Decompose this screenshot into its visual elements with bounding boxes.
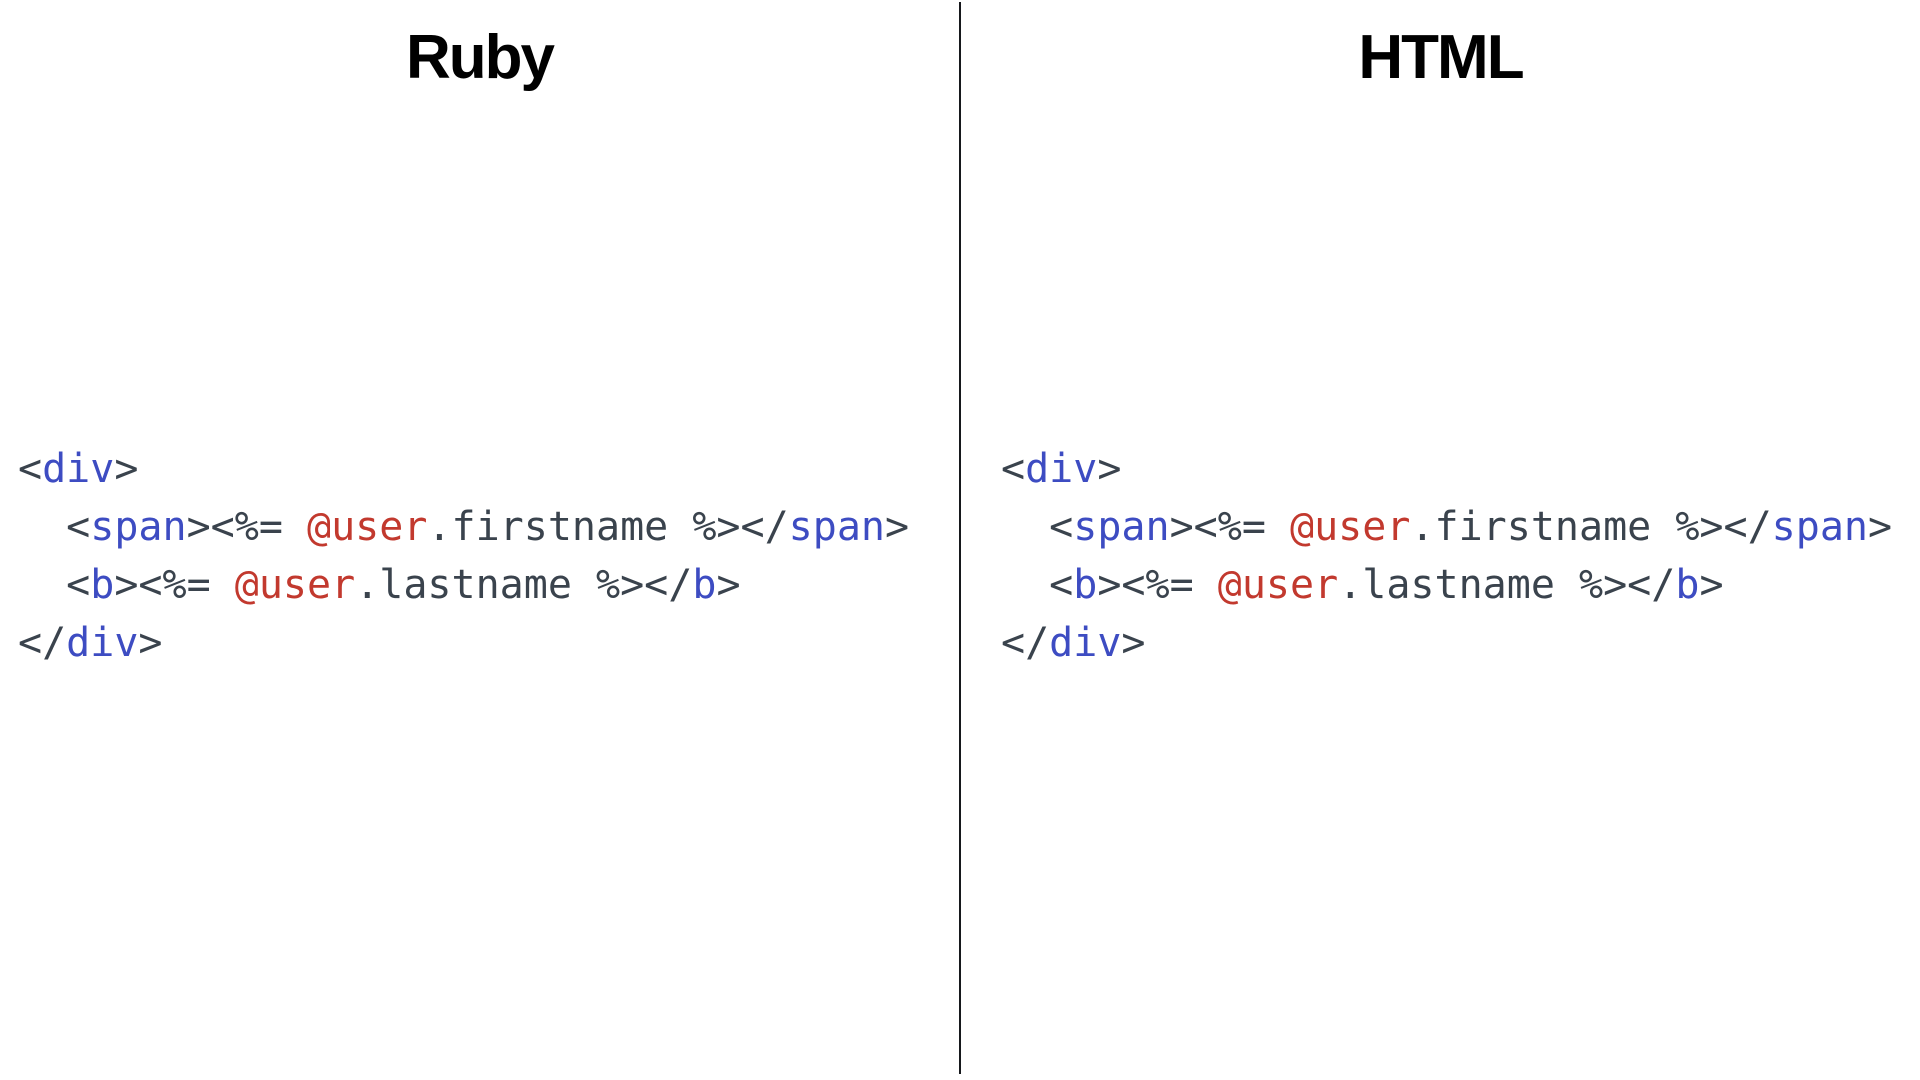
code-token-plain: ><%= — [1169, 504, 1290, 550]
html-code-block: <div> <span><%= @user.firstname %></span… — [1001, 440, 1892, 672]
code-token-plain: .lastname %></ — [355, 562, 693, 608]
code-token-plain: > — [884, 504, 910, 550]
code-token-variable: @user — [1290, 504, 1411, 550]
code-token-plain: ><%= — [1097, 562, 1218, 608]
code-token-plain: > — [1699, 562, 1724, 608]
code-token-plain: .firstname %></ — [427, 504, 789, 550]
html-panel-title: HTML — [1358, 23, 1524, 92]
code-token-variable: @user — [307, 504, 428, 550]
code-line: </div> — [1001, 614, 1892, 672]
code-token-plain: ><%= — [186, 504, 307, 550]
code-token-tag: span — [90, 504, 187, 550]
code-line: <div> — [1001, 440, 1892, 498]
code-line: </div> — [18, 614, 909, 672]
vertical-divider — [959, 2, 961, 1074]
code-token-plain: .firstname %></ — [1410, 504, 1772, 550]
code-line: <span><%= @user.firstname %></span> — [18, 498, 909, 556]
code-token-plain: < — [18, 562, 91, 608]
code-token-tag: div — [66, 620, 139, 666]
code-token-tag: b — [692, 562, 717, 608]
ruby-code-block: <div> <span><%= @user.firstname %></span… — [18, 440, 909, 672]
code-token-variable: @user — [1217, 562, 1339, 608]
code-token-plain: </ — [18, 620, 67, 666]
code-token-plain: > — [114, 446, 139, 492]
code-token-variable: @user — [234, 562, 356, 608]
code-token-plain: < — [1001, 562, 1074, 608]
code-token-plain: </ — [1001, 620, 1050, 666]
code-token-plain: < — [18, 446, 43, 492]
code-token-tag: span — [1073, 504, 1170, 550]
code-token-tag: div — [42, 446, 115, 492]
code-token-tag: b — [90, 562, 115, 608]
code-token-plain: > — [138, 620, 163, 666]
html-panel: HTML <div> <span><%= @user.firstname %><… — [961, 0, 1920, 1080]
ruby-panel-title: Ruby — [406, 23, 555, 92]
code-token-plain: .lastname %></ — [1338, 562, 1676, 608]
code-token-plain: > — [716, 562, 741, 608]
code-token-plain: > — [1097, 446, 1122, 492]
code-token-plain: < — [1001, 504, 1074, 550]
code-token-plain: > — [1121, 620, 1146, 666]
code-line: <span><%= @user.firstname %></span> — [1001, 498, 1892, 556]
code-line: <b><%= @user.lastname %></b> — [18, 556, 909, 614]
code-token-tag: b — [1675, 562, 1700, 608]
ruby-panel: Ruby <div> <span><%= @user.firstname %><… — [0, 0, 959, 1080]
code-token-plain: > — [1867, 504, 1893, 550]
code-token-tag: div — [1049, 620, 1122, 666]
code-token-plain: < — [1001, 446, 1026, 492]
code-token-tag: div — [1025, 446, 1098, 492]
code-token-tag: span — [788, 504, 885, 550]
code-token-plain: < — [18, 504, 91, 550]
code-line: <div> — [18, 440, 909, 498]
code-token-tag: span — [1771, 504, 1868, 550]
code-token-tag: b — [1073, 562, 1098, 608]
code-line: <b><%= @user.lastname %></b> — [1001, 556, 1892, 614]
code-token-plain: ><%= — [114, 562, 235, 608]
